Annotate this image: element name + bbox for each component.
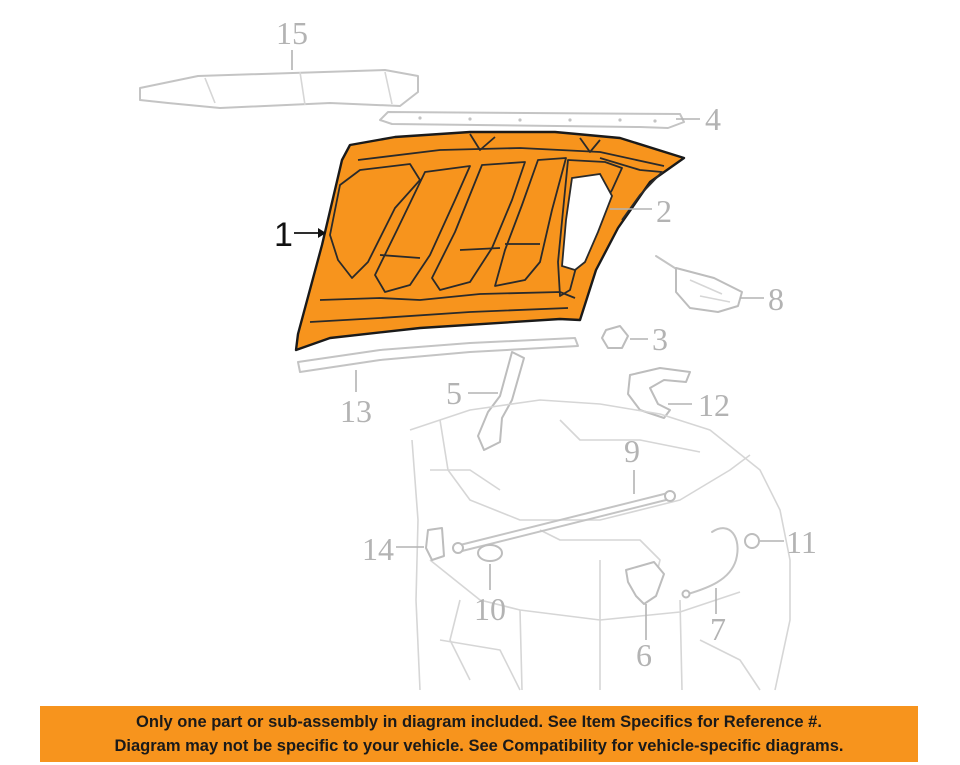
callout-9: 9 xyxy=(624,433,640,469)
part-14-clip xyxy=(425,527,445,561)
callout-8: 8 xyxy=(768,281,784,317)
callout-11: 11 xyxy=(786,524,817,560)
engine-compartment xyxy=(409,399,791,691)
callout-1: 1 xyxy=(274,216,293,254)
callout-4: 4 xyxy=(705,101,721,137)
callout-14: 14 xyxy=(362,531,394,567)
part-1-hood xyxy=(294,130,686,352)
part-4-hood-seal xyxy=(379,111,685,129)
part-12-bracket xyxy=(627,367,691,419)
part-13-weatherstrip xyxy=(297,337,579,373)
part-7-release-cable xyxy=(681,527,739,599)
disclaimer-line-2: Diagram may not be specific to your vehi… xyxy=(114,737,844,755)
callout-15: 15 xyxy=(276,15,308,51)
callout-7: 7 xyxy=(710,611,726,647)
part-9-prop-rod xyxy=(452,490,676,554)
part-6-latch xyxy=(625,561,665,605)
callout-10: 10 xyxy=(474,591,506,627)
leader-1-arrow xyxy=(318,228,326,238)
disclaimer-line-1: Only one part or sub-assembly in diagram… xyxy=(136,713,822,731)
callout-3: 3 xyxy=(652,321,668,357)
part-8-hood-latch xyxy=(655,255,743,313)
callout-5: 5 xyxy=(446,375,462,411)
parts-diagram: 15 4 1 2 8 xyxy=(139,15,817,691)
part-11-cable-grommet xyxy=(744,533,760,549)
callout-2: 2 xyxy=(656,193,672,229)
part-3-bumper xyxy=(601,325,629,349)
callout-13: 13 xyxy=(340,393,372,429)
disclaimer-banner: Only one part or sub-assembly in diagram… xyxy=(40,706,918,762)
part-5-hinge xyxy=(477,351,525,451)
part-10-grommet xyxy=(477,544,503,562)
callout-12: 12 xyxy=(698,387,730,423)
part-15-hood-trim xyxy=(139,69,419,109)
callout-6: 6 xyxy=(636,637,652,673)
